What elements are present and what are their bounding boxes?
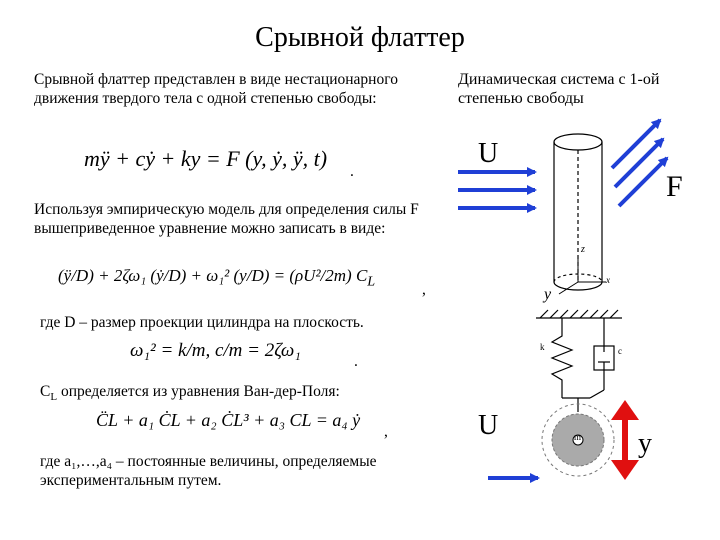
spring — [550, 318, 574, 398]
equation-van-der-pol: C̈L + a₁ ĊL + a₂ ĊL³ + a₃ CL = a₄ ẏ — [96, 410, 360, 431]
equation-van-der-pol-text: C̈L + a₁ ĊL + a₂ ĊL³ + a₃ CL = a₄ ẏ — [96, 410, 361, 430]
force-arrow — [613, 137, 665, 189]
equation-parameters: ω₁² = k/m, c/m = 2ζω₁ — [130, 340, 301, 362]
equation-nondimensional-sub: L — [367, 273, 376, 290]
equation-van-der-pol-end: , — [384, 423, 388, 440]
axis-y — [558, 281, 579, 295]
ground-support — [536, 309, 622, 319]
cl-definition-rest: определяется из уравнения Ван-дер-Поля: — [57, 383, 340, 400]
slide-title: Срывной флаттер — [255, 22, 465, 53]
cylinder-top — [553, 133, 603, 151]
equation-motion: mÿ + cẏ + ky = F (y, ẏ, ÿ, t) — [84, 146, 327, 172]
equation-parameters-text: ω₁² = k/m, c/m = 2ζω₁ — [130, 340, 301, 361]
flow-arrows-top — [458, 167, 537, 213]
force-arrow — [610, 118, 662, 170]
constants-text: где a₁,…,a₄ – постоянные величины, опред… — [40, 453, 377, 489]
diagram-caption: Динамическая система с 1-ой степенью сво… — [458, 71, 660, 107]
axis-z-label: z — [581, 244, 585, 255]
label-f: F — [666, 170, 683, 203]
cl-symbol-sub: L — [50, 391, 58, 404]
equation-nondimensional-end: , — [422, 281, 426, 298]
equation-motion-end: . — [350, 163, 354, 180]
force-arrow — [617, 156, 669, 208]
equation-parameters-end: . — [354, 353, 358, 370]
spring-label: k — [540, 342, 545, 352]
equation-nondimensional: (ÿ/D) + 2ζω₁ (ẏ/D) + ω₁² (y/D) = (ρU²/2m… — [58, 266, 375, 290]
cylinder-bottom — [553, 281, 603, 291]
axis-x-label: x — [606, 275, 610, 285]
damper — [589, 318, 615, 399]
label-u-bottom: U — [478, 410, 499, 441]
d-definition-text: где D – размер проекции цилиндра на плос… — [40, 314, 364, 331]
equation-nondimensional-text: (ÿ/D) + 2ζω₁ (ẏ/D) + ω₁² (y/D) = (ρU²/2m… — [58, 266, 368, 285]
force-arrows — [610, 118, 669, 208]
label-y-displacement: y — [638, 428, 652, 459]
mass-label: m — [574, 432, 582, 442]
displacement-arrow — [611, 400, 639, 480]
coordinate-axes — [558, 258, 606, 295]
equation-motion-text: mÿ + cẏ + ky = F (y, ẏ, ÿ, t) — [84, 146, 328, 171]
cl-symbol: C — [40, 383, 51, 400]
axis-y-label: y — [544, 286, 552, 303]
label-u-top: U — [478, 138, 499, 169]
mass — [541, 403, 615, 477]
cl-definition-text: CL определяется из уравнения Ван-дер-Пол… — [40, 382, 460, 407]
damper-label: c — [618, 346, 622, 356]
intro-text: Срывной флаттер представлен в виде неста… — [34, 71, 398, 107]
model-text: Используя эмпирическую модель для опреде… — [34, 201, 419, 237]
